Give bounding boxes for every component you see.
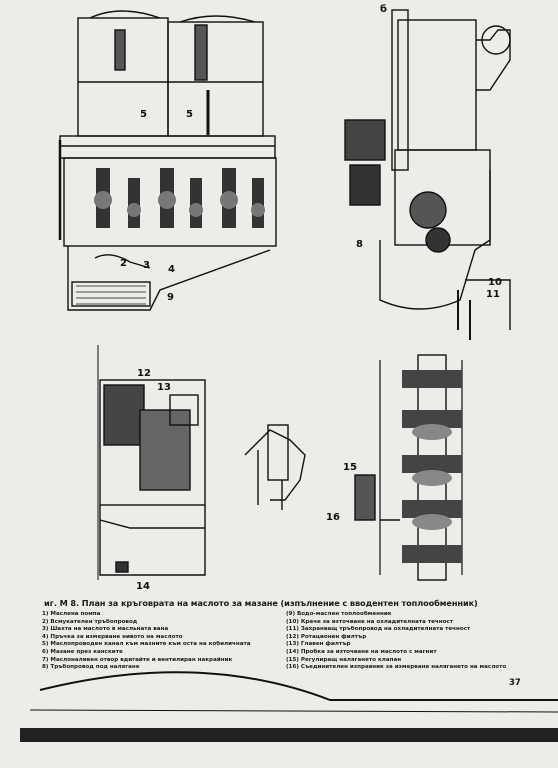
callout-8: 8 xyxy=(356,239,363,250)
legend-item: 1) Маслена помпа xyxy=(42,611,101,617)
cylinder-block-right xyxy=(167,21,264,137)
callout-9: 9 xyxy=(167,292,174,303)
legend-item: (16) Съединителен изправник за измерване… xyxy=(286,664,507,671)
callout-4: 4 xyxy=(168,264,175,275)
legend-item: 2) Всмукателен тръбопровод xyxy=(42,618,138,625)
legend-item: (13) Главен филтър xyxy=(286,641,351,648)
callout-5a: 5 xyxy=(140,109,147,120)
legend-left: 1) Маслена помпа 2) Всмукателен тръбопро… xyxy=(42,611,267,672)
legend-item: 6) Мазане през канските xyxy=(42,648,123,655)
legend-item: 4) Пръчка за измерване нивото на маслото xyxy=(42,633,183,640)
legend-right: (9) Водо-маслен топлообменник (10) Краче… xyxy=(286,611,548,672)
callout-16: 16 xyxy=(326,512,340,523)
callout-10: 10 xyxy=(488,277,502,288)
callout-3: 3 xyxy=(143,260,150,271)
figure-caption: иг. М 8. План за кръговрата на маслото з… xyxy=(44,598,478,608)
legend-item: 8) Тръбопровод под налягане xyxy=(42,664,140,671)
legend-item: (12) Ротационен филтър xyxy=(286,633,367,640)
legend-item: (10) Краче за източване на охладителната… xyxy=(286,618,453,625)
callout-14: 14 xyxy=(136,581,150,592)
callout-12: 12 xyxy=(137,368,151,379)
callout-5b: 5 xyxy=(186,109,193,120)
legend-item: (9) Водо-маслен топлообменник xyxy=(286,611,392,617)
callout-15: 15 xyxy=(343,462,357,473)
callout-2: 2 xyxy=(120,258,127,269)
page-number: 37 xyxy=(509,678,521,688)
legend-item: 5) Маслопроводен канал към мазните към о… xyxy=(42,641,251,648)
legend-item: (11) Захранващ тръбопровод на охладителн… xyxy=(286,626,471,633)
legend-item: (14) Пробка за източване на маслото с ма… xyxy=(286,648,437,655)
callout-b: б xyxy=(380,3,387,15)
legend-item: 7) Маслоналивен отвор вдигайте и вентили… xyxy=(42,656,233,663)
callout-13: 13 xyxy=(157,382,171,393)
callout-11: 11 xyxy=(486,289,500,300)
legend-item: (15) Регулиращ налягането клапан xyxy=(286,656,402,663)
legend-item: 3) Шахта на маслото в масльната вана xyxy=(42,626,169,633)
